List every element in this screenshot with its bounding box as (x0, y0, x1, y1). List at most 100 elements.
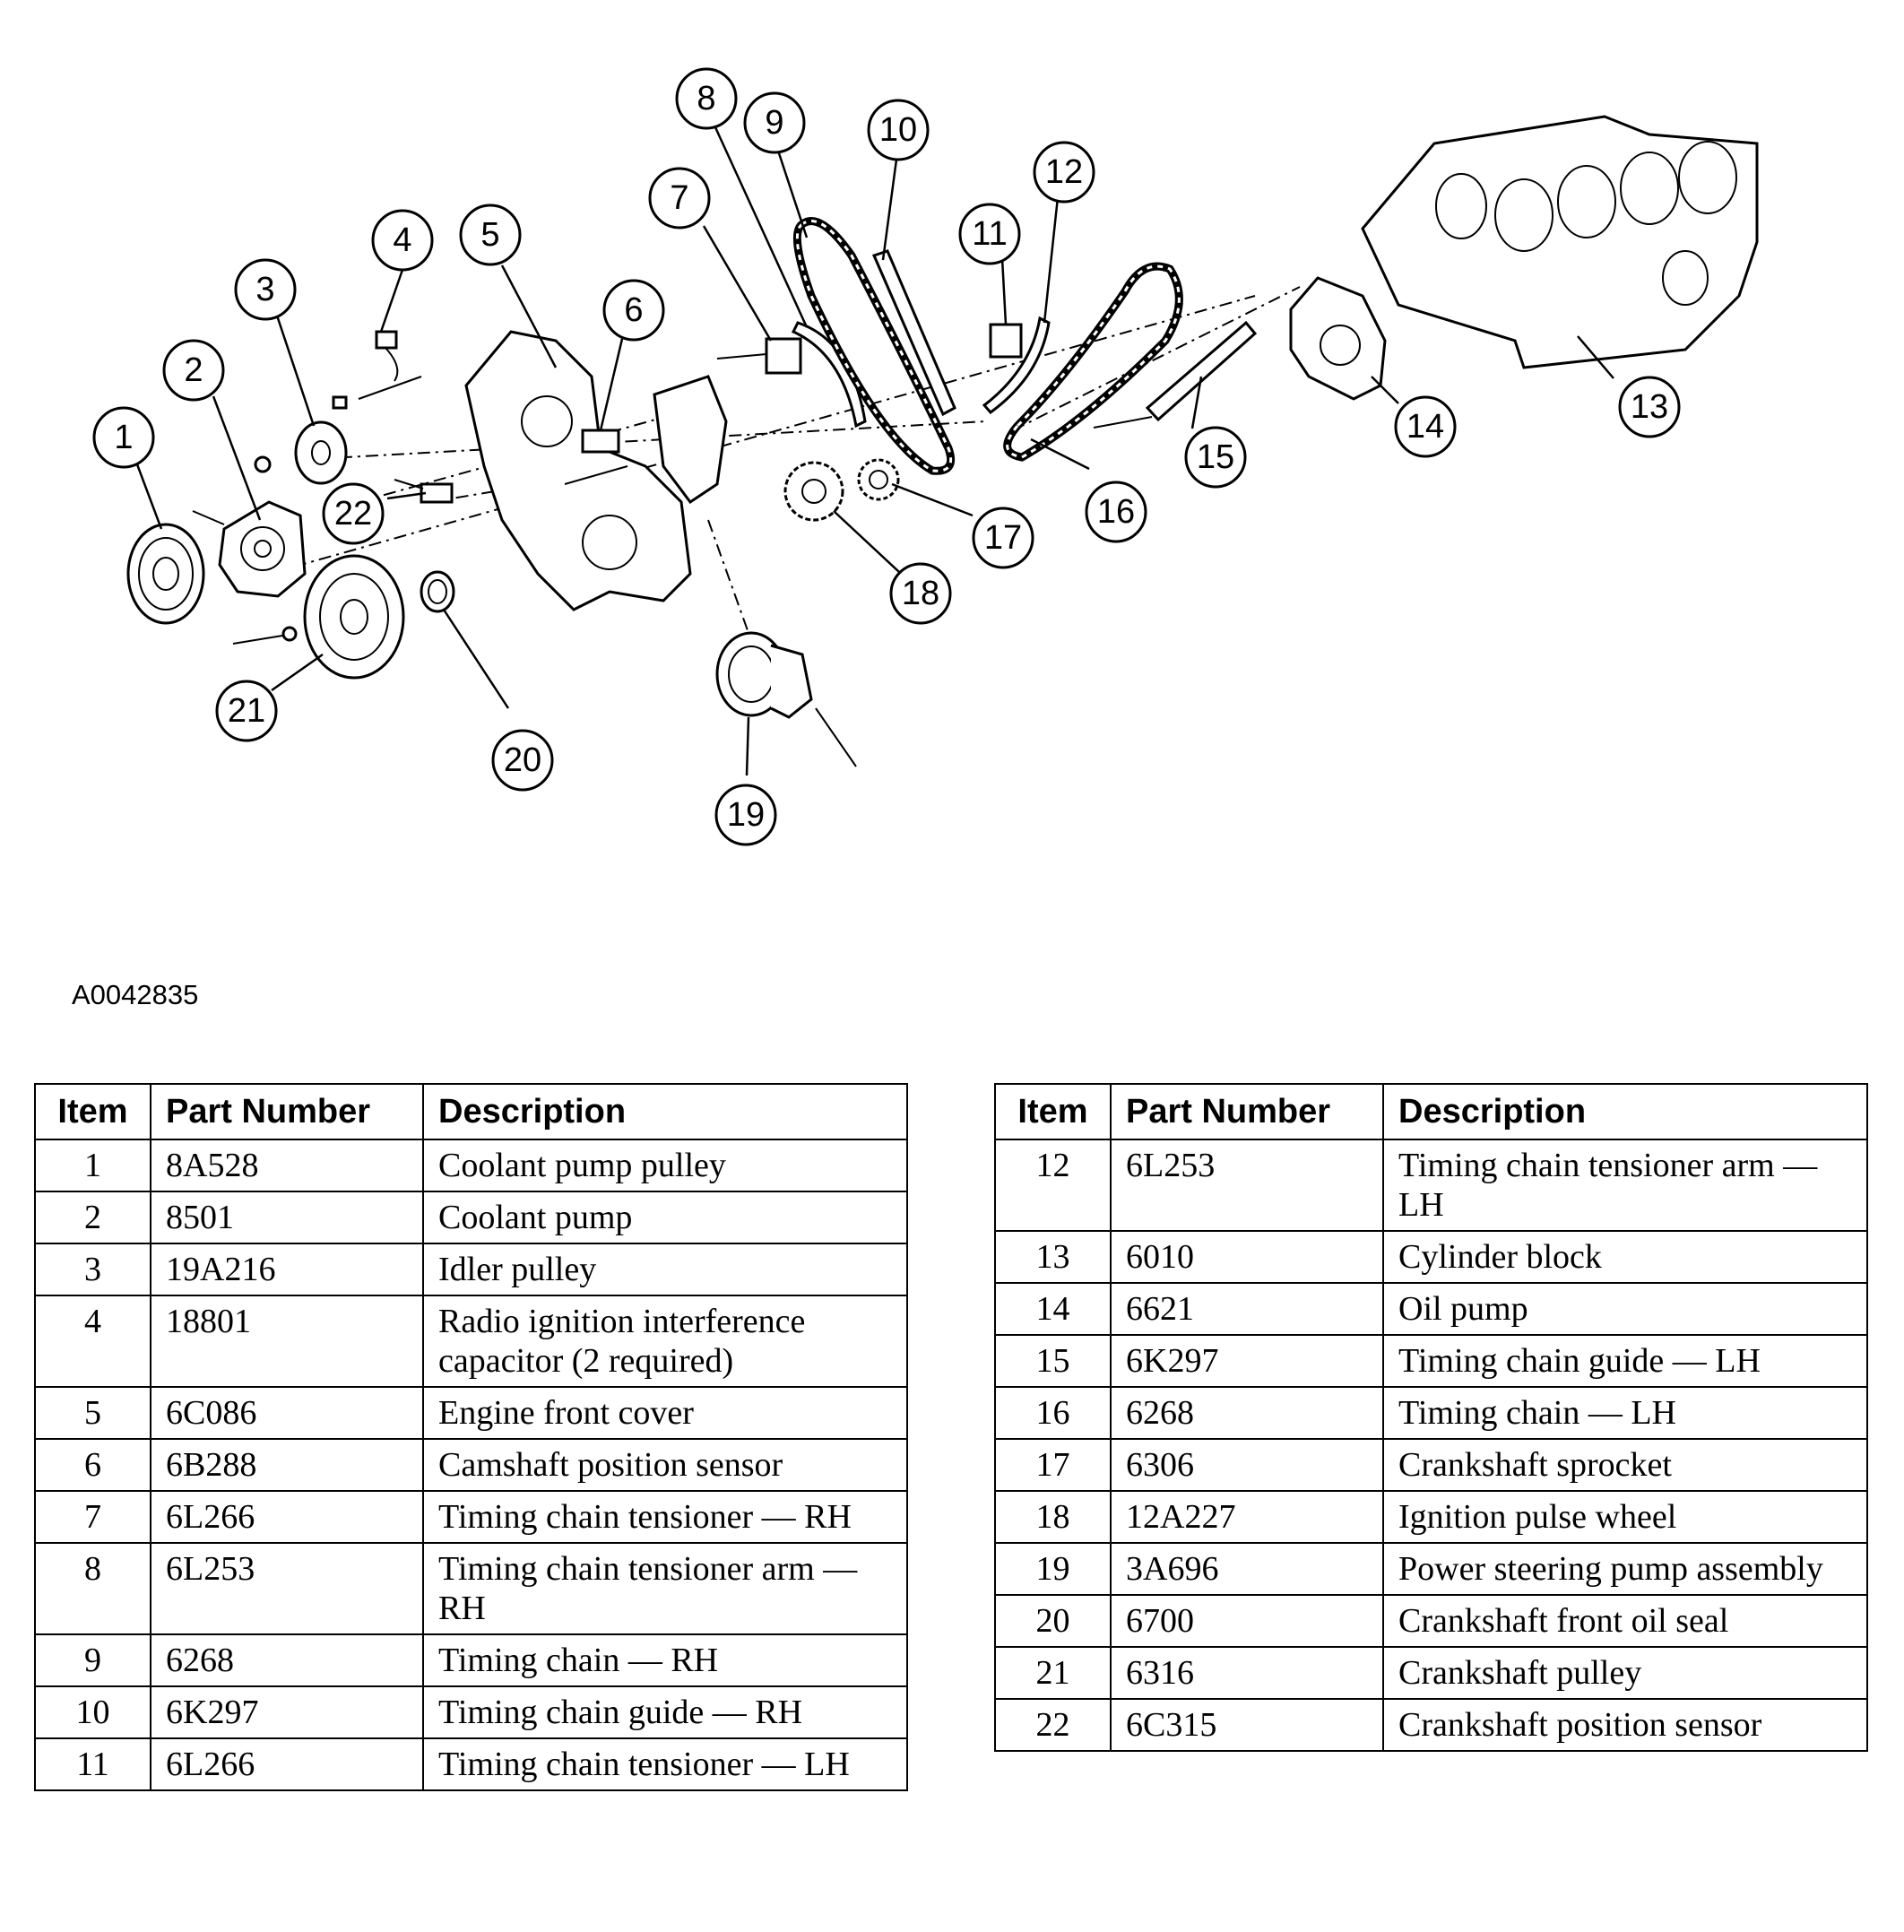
cell-part-number: 8501 (150, 1191, 424, 1244)
callout-11: 11 (958, 203, 1021, 265)
cell-description: Timing chain tensioner arm — LH (1382, 1139, 1868, 1232)
cell-item: 10 (34, 1685, 151, 1739)
cell-part-number: 8A528 (150, 1139, 424, 1192)
svg-text:13: 13 (1631, 388, 1668, 426)
oil-pump-drawing (1289, 276, 1387, 401)
cell-item: 5 (34, 1386, 151, 1440)
leader-lines (135, 126, 1614, 776)
header-item: Item (34, 1083, 151, 1140)
cell-part-number: 6L253 (150, 1542, 424, 1635)
callout-1: 1 (92, 406, 155, 469)
cell-description: Timing chain — RH (422, 1633, 908, 1687)
cell-part-number: 6010 (1110, 1230, 1384, 1284)
svg-text:15: 15 (1197, 438, 1234, 476)
cell-description: Timing chain tensioner — LH (422, 1737, 908, 1791)
callout-7: 7 (648, 167, 711, 230)
svg-text:21: 21 (228, 692, 265, 730)
cell-item: 15 (994, 1334, 1112, 1388)
chain-guide-rh-drawing (871, 249, 956, 417)
cell-description: Ignition pulse wheel (1382, 1490, 1868, 1544)
table-header-row: Item Part Number Description (994, 1083, 1868, 1140)
cell-item: 2 (34, 1191, 151, 1244)
cell-item: 4 (34, 1295, 151, 1388)
figure-code: A0042835 (72, 979, 199, 1010)
header-part-number: Part Number (1110, 1083, 1384, 1140)
header-description: Description (422, 1083, 908, 1140)
callout-8: 8 (675, 67, 738, 130)
cell-description: Timing chain guide — RH (422, 1685, 908, 1739)
cell-part-number: 12A227 (1110, 1490, 1384, 1544)
svg-text:4: 4 (393, 221, 411, 259)
cell-item: 7 (34, 1490, 151, 1544)
cell-part-number: 6B288 (150, 1438, 424, 1492)
svg-text:3: 3 (255, 271, 274, 308)
callout-14: 14 (1394, 395, 1457, 458)
svg-text:1: 1 (114, 419, 133, 456)
timing-chain-lh-drawing (1003, 262, 1183, 462)
crankshaft-pulley-drawing (232, 554, 405, 680)
cell-description: Coolant pump pulley (422, 1139, 908, 1192)
callout-18: 18 (889, 562, 952, 625)
cell-description: Cylinder block (1382, 1230, 1868, 1284)
cell-description: Crankshaft pulley (1382, 1646, 1868, 1700)
header-description: Description (1382, 1083, 1868, 1140)
callout-19: 19 (714, 784, 777, 846)
cell-description: Power steering pump assembly (1382, 1542, 1868, 1596)
cell-description: Timing chain tensioner — RH (422, 1490, 908, 1544)
callout-9: 9 (743, 91, 806, 154)
svg-text:19: 19 (727, 796, 765, 834)
cell-part-number: 6621 (1110, 1282, 1384, 1336)
cell-item: 1 (34, 1139, 151, 1192)
callout-5: 5 (459, 204, 522, 266)
cell-item: 8 (34, 1542, 151, 1635)
cell-part-number: 6C315 (1110, 1698, 1384, 1752)
cell-part-number: 19A216 (150, 1243, 424, 1296)
svg-text:18: 18 (902, 575, 939, 612)
cell-part-number: 6K297 (150, 1685, 424, 1739)
callout-6: 6 (602, 279, 665, 342)
cell-description: Idler pulley (422, 1243, 908, 1296)
cell-part-number: 6316 (1110, 1646, 1384, 1700)
svg-text:9: 9 (765, 104, 783, 142)
timing-chain-rh-drawing (792, 217, 956, 475)
callout-17: 17 (972, 507, 1034, 569)
cell-description: Timing chain tensioner arm — RH (422, 1542, 908, 1635)
oil-seal-drawing (420, 570, 455, 613)
svg-text:12: 12 (1045, 153, 1083, 191)
tensioner-arm-lh-drawing (982, 316, 1051, 415)
svg-text:11: 11 (972, 215, 1007, 253)
cell-part-number: 6268 (1110, 1386, 1384, 1440)
svg-text:14: 14 (1406, 408, 1444, 446)
svg-text:10: 10 (879, 111, 917, 149)
cell-item: 16 (994, 1386, 1112, 1440)
callout-4: 4 (371, 209, 434, 272)
cell-part-number: 6L266 (150, 1737, 424, 1791)
cell-part-number: 6C086 (150, 1386, 424, 1440)
callout-16: 16 (1085, 481, 1147, 543)
tensioner-rh-drawing (716, 337, 802, 375)
coolant-pump-drawing (192, 500, 307, 598)
cell-part-number: 6L253 (1110, 1139, 1384, 1232)
crankshaft-sprocket-drawing (857, 458, 900, 501)
header-part-number: Part Number (150, 1083, 424, 1140)
cell-description: Timing chain — LH (1382, 1386, 1868, 1440)
cell-part-number: 6L266 (150, 1490, 424, 1544)
engine-front-cover-drawing (464, 330, 728, 611)
